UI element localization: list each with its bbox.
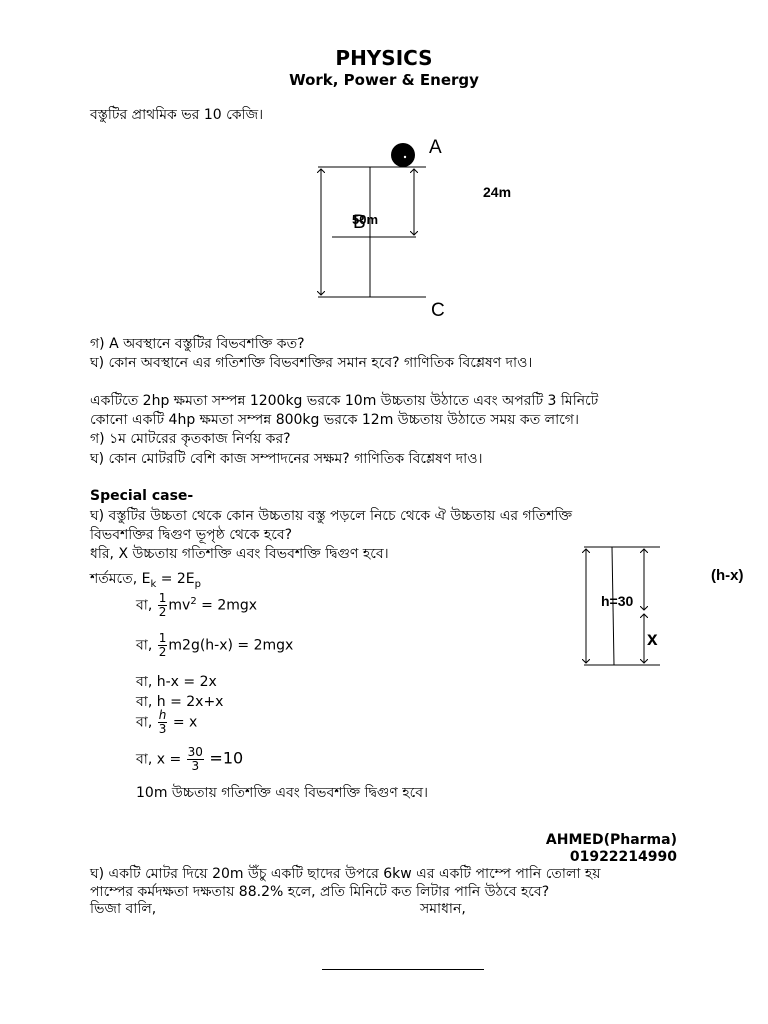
special-case-heading: Special case- bbox=[90, 488, 194, 504]
solution-conclusion: 10m উচ্চতায় গতিশক্তি এবং বিভবশক্তি দ্বি… bbox=[136, 785, 429, 801]
equation-step-3: বা, h-x = 2x bbox=[136, 674, 217, 690]
problem2-question-gha: ঘ) কোন মোটরটি বেশি কাজ সম্পাদনের সক্ষম? … bbox=[90, 451, 483, 467]
author-name: AHMED(Pharma) bbox=[545, 832, 677, 848]
label-b: B bbox=[353, 212, 366, 233]
page-title: PHYSICS bbox=[335, 46, 433, 70]
ball-icon bbox=[391, 143, 415, 167]
page-subtitle: Work, Power & Energy bbox=[289, 71, 479, 89]
problem1-question-gha: ঘ) কোন অবস্থানে এর গতিশক্তি বিভবশক্তির স… bbox=[90, 355, 533, 371]
equation-step-4: বা, h = 2x+x bbox=[136, 694, 224, 710]
label-50m: 50m bbox=[352, 212, 379, 227]
problem3-line1: ঘ) একটি মোটর দিয়ে 20m উঁচু একটি ছাদের উ… bbox=[90, 866, 601, 882]
problem2-line1: একটিতে 2hp ক্ষমতা সম্পন্ন 1200kg ভরকে 10… bbox=[90, 393, 599, 409]
equation-step-0: শর্তমতে, Ek = 2Ep bbox=[90, 571, 201, 590]
author-phone: 01922214990 bbox=[569, 849, 677, 865]
height-diagram bbox=[576, 546, 660, 666]
problem2-question-ga: গ) ১ম মোটরের কৃতকাজ নির্ণয় কর? bbox=[90, 431, 291, 447]
problem3-solution-label: সমাধান, bbox=[420, 901, 466, 917]
problem3-line2: পাম্পের কর্মদক্ষতা দক্ষতায় 88.2% হলে, প… bbox=[90, 884, 550, 900]
label-a: A bbox=[429, 137, 442, 158]
falling-object-diagram bbox=[300, 143, 426, 298]
problem1-intro: বস্তুটির প্রাথমিক ভর‌ 10 কেজি। bbox=[90, 107, 264, 123]
problem3-given-label: ভিজা বালি, bbox=[90, 901, 157, 917]
special-question-line1: ঘ) বস্তুটির উচ্চতা থেকে কোন উচ্চতায় বস্… bbox=[90, 508, 573, 524]
problem2-line2: কোনো একটি 4hp ক্ষমতা সম্পন্ন 800kg ভরকে … bbox=[90, 412, 579, 428]
label-c: C bbox=[431, 300, 445, 321]
label-h30: h=30 bbox=[601, 593, 634, 609]
special-question-line2: বিভবশক্তির দ্বিগুণ ভূপৃষ্ঠ থেকে হবে? bbox=[90, 527, 293, 543]
label-24m: 24m bbox=[483, 184, 512, 200]
footer-divider bbox=[322, 969, 484, 970]
label-h-minus-x: (h-x) bbox=[711, 567, 744, 584]
solution-assumption: ধরি, X উচ্চতায় গতিশক্তি এবং বিভবশক্তি দ… bbox=[90, 546, 389, 562]
problem1-question-ga: গ) A অবস্থানে বস্তুটির বিভবশক্তি কত? bbox=[90, 336, 305, 352]
label-x: x bbox=[647, 629, 658, 650]
